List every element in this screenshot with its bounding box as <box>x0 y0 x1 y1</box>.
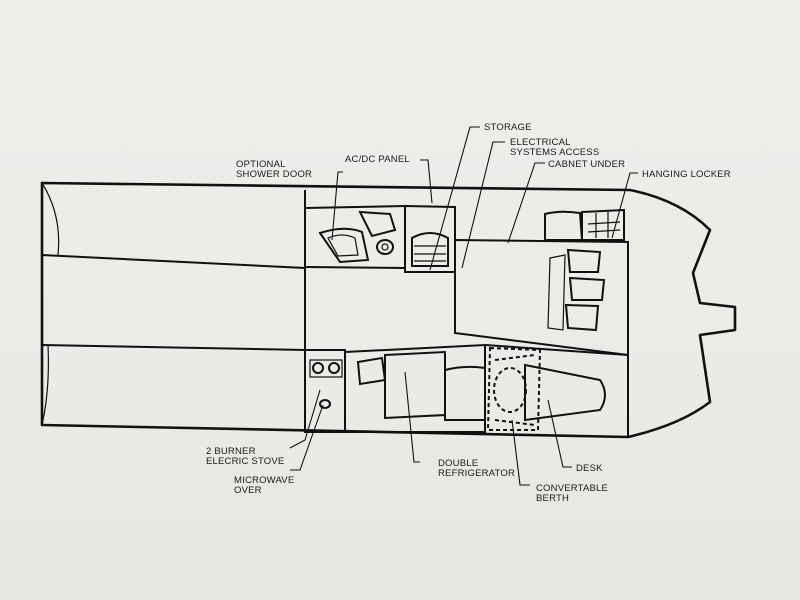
label-electrical-1: ELECTRICAL <box>510 137 571 148</box>
labels: STORAGE ELECTRICAL SYSTEMS ACCESS OPTION… <box>206 122 731 504</box>
aft-deck <box>41 190 306 432</box>
label-microwave-2: OVER <box>234 485 262 496</box>
desk-berth-area <box>484 344 629 437</box>
label-fridge-1: DOUBLE <box>438 458 478 469</box>
forward-stateroom <box>454 207 629 357</box>
label-microwave-1: MICROWAVE <box>234 475 294 486</box>
label-berth-1: CONVERTABLE <box>536 483 608 494</box>
label-shower-1: OPTIONAL <box>236 159 286 170</box>
label-shower-2: SHOWER DOOR <box>236 169 312 180</box>
label-acdc-panel: AC/DC PANEL <box>345 154 410 165</box>
leader-lines <box>289 126 638 486</box>
label-stove-2: ELECRIC STOVE <box>206 456 284 467</box>
refrigerator-settee <box>344 343 486 433</box>
storage-cabinet <box>404 204 456 273</box>
label-fridge-2: REFRIGERATOR <box>438 468 515 479</box>
label-desk: DESK <box>576 463 603 474</box>
label-stove-1: 2 BURNER <box>206 446 256 457</box>
label-cabinet-under: CABNET UNDER <box>548 159 625 170</box>
head-compartment <box>304 205 406 272</box>
hull-outline <box>40 181 737 439</box>
label-storage: STORAGE <box>484 122 532 133</box>
label-berth-2: BERTH <box>536 493 569 504</box>
label-electrical-2: SYSTEMS ACCESS <box>510 147 599 158</box>
label-hanging-locker: HANGING LOCKER <box>642 169 731 180</box>
